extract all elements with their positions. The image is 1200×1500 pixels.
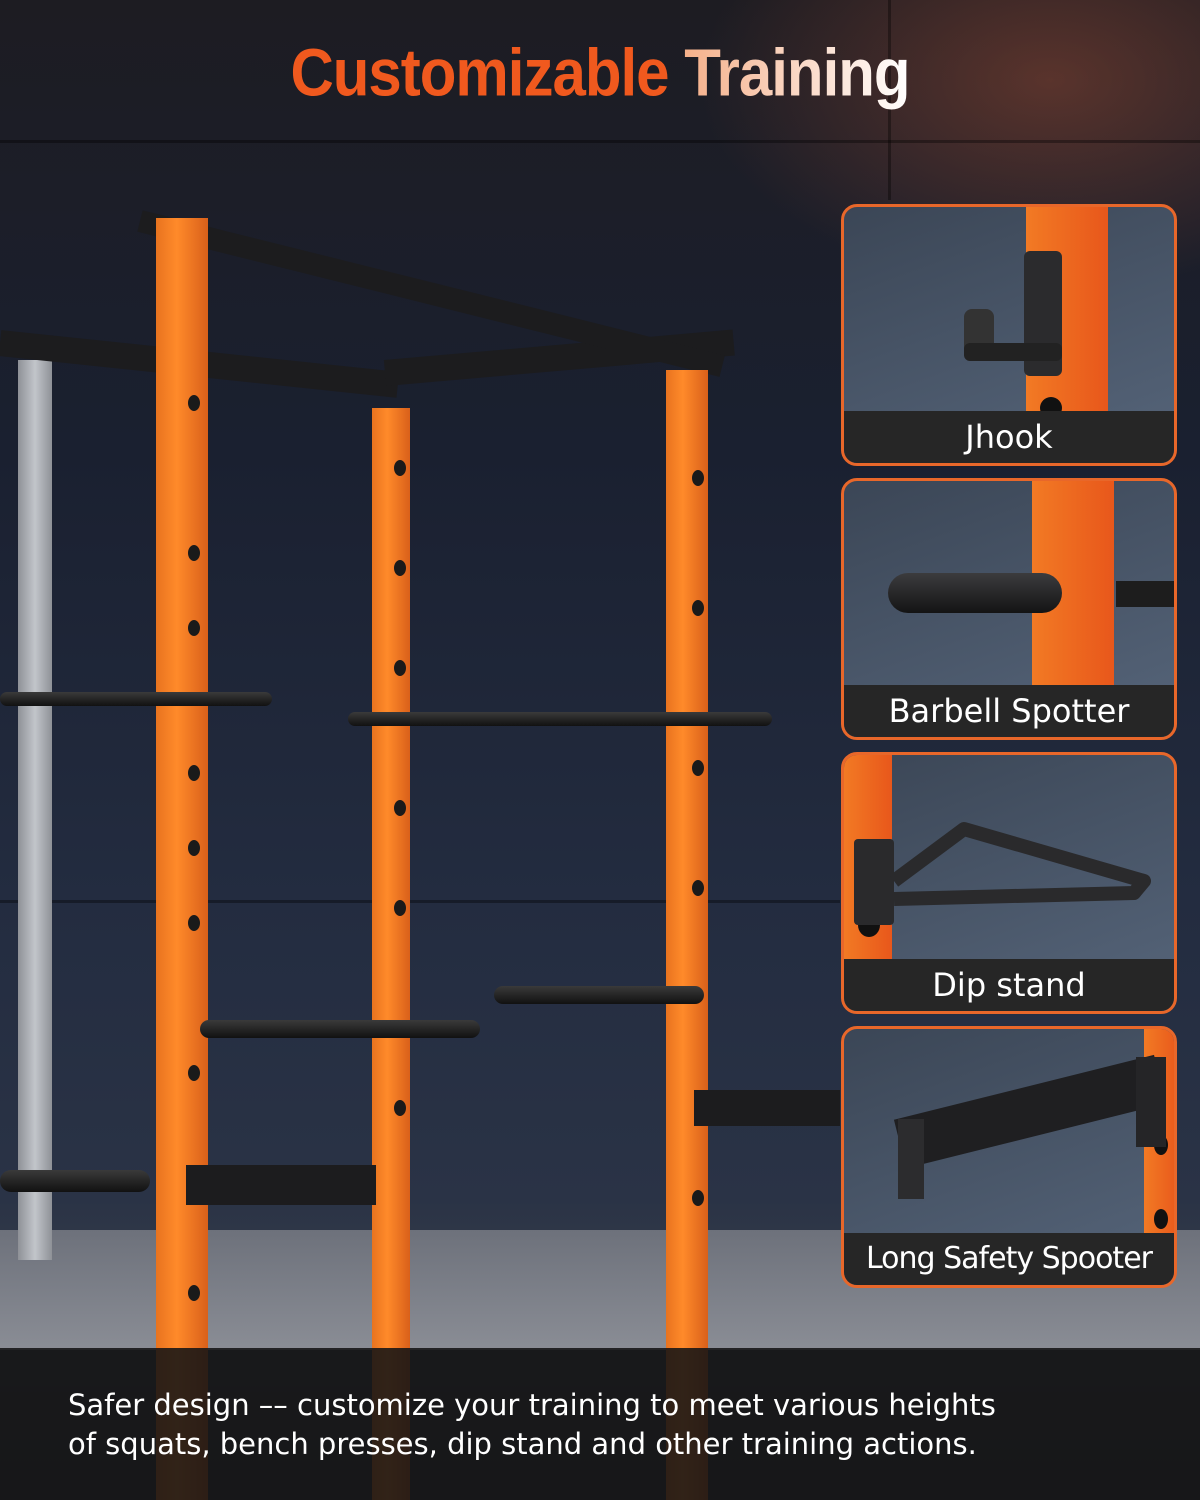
post-hole [188,840,200,856]
caption-line-2: of squats, bench presses, dip stand and … [68,1427,977,1461]
barbell-spotter-icon [888,573,1174,613]
post-hole [394,1100,406,1116]
post-hole [394,900,406,916]
cable-tower [18,360,52,1260]
post-hole [188,915,200,931]
safety-spotter-bar-left [186,1165,376,1205]
caption-text: Safer design –– customize your training … [68,1386,1168,1464]
rack-post-front-right [666,370,708,1500]
feature-card-barbell-spotter: Barbell Spotter [841,478,1177,740]
post-hole [188,765,200,781]
post-hole [188,1285,200,1301]
post-hole [394,800,406,816]
post-hole [188,395,200,411]
feature-card-jhook: Jhook [841,204,1177,466]
post-hole [692,1190,704,1206]
card-post-hole [1154,1209,1168,1229]
page-title: Customizable Training [0,34,1200,111]
post-hole [394,560,406,576]
post-hole [692,600,704,616]
barbell-spotter-right [348,712,772,726]
feature-label: Dip stand [844,959,1174,1011]
top-back-beam [137,210,725,377]
dip-stand-bar [494,986,704,1004]
j-hook-icon [964,251,1062,381]
safety-spotter-bar [694,1090,840,1126]
dip-stand-icon [854,811,1164,925]
post-hole [188,620,200,636]
weight-horn [0,1170,150,1192]
post-hole [692,760,704,776]
caption-banner: Safer design –– customize your training … [0,1348,1200,1500]
feature-label: Jhook [844,411,1174,463]
feature-label: Barbell Spotter [844,685,1174,737]
long-safety-spotter-icon [893,1049,1174,1199]
feature-card-long-safety-spotter: Long Safety Spooter [841,1026,1177,1288]
title-word-training: Training [684,34,910,111]
wall-seam [888,0,891,200]
barbell-spotter-left [0,692,272,706]
wall-seam [0,140,1200,143]
post-hole [692,470,704,486]
feature-label: Long Safety Spooter [844,1233,1174,1285]
rack-post-front-left [156,218,208,1500]
feature-card-dip-stand: Dip stand [841,752,1177,1014]
post-hole [188,1065,200,1081]
post-hole [394,660,406,676]
post-hole [394,460,406,476]
post-hole [692,880,704,896]
wall-seam [0,900,840,903]
post-hole [188,545,200,561]
caption-line-1: Safer design –– customize your training … [68,1388,996,1422]
dip-stand-bar-left [200,1020,480,1038]
title-word-customizable: Customizable [290,34,669,111]
rack-post-back-left [372,408,410,1500]
